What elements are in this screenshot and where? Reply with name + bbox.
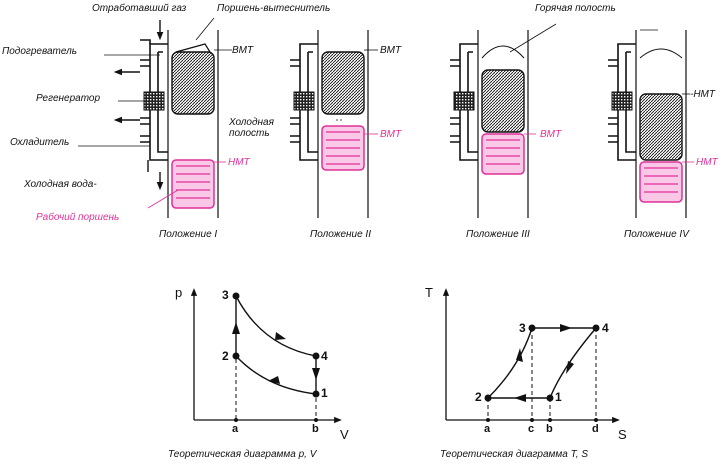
ts-point-4 [592, 324, 600, 332]
pv-point-1 [312, 390, 320, 398]
pv-label-1: 1 [321, 386, 328, 400]
pv-tick-a: a [232, 423, 239, 435]
pv-caption: Теоретическая диаграмма p, V [168, 449, 317, 460]
ts-label-4: 4 [602, 321, 609, 335]
displacer-piston [639, 93, 683, 161]
displacer-piston [321, 51, 365, 115]
ts-axis-t: T [425, 285, 433, 300]
pv-point-3 [232, 292, 240, 300]
pv-tick-b: b [312, 423, 319, 435]
ts-label-2: 2 [475, 390, 482, 404]
displacer-piston [481, 69, 525, 133]
ts-label-3: 3 [519, 321, 526, 335]
pv-point-4 [312, 352, 320, 360]
pv-label-2: 2 [222, 349, 229, 363]
engine-position-1 [78, 17, 232, 218]
pv-diagram [190, 288, 342, 424]
label-cold-cavity: Холодная полость [229, 117, 274, 139]
displacer-piston [171, 51, 215, 115]
label-tdc-2: ВМТ [380, 45, 402, 56]
ts-tick-c: c [528, 423, 535, 435]
engine-position-2 [290, 30, 378, 218]
pv-label-4: 4 [321, 349, 328, 363]
label-tdc-3: ВМТ [540, 129, 562, 140]
ts-point-2 [484, 394, 492, 402]
label-exhaust-gas: Отработавший газ [92, 3, 187, 14]
label-hot-cavity: Горячая полость [535, 3, 616, 14]
regenerator-block [293, 91, 315, 111]
pv-label-3: 3 [222, 288, 229, 302]
label-tdc-1: ВМТ [232, 45, 254, 56]
ts-tick-b: b [546, 423, 553, 435]
label-working-piston: Рабочий поршень [36, 212, 120, 223]
caption-position-2: Положение II [310, 229, 371, 240]
ts-point-3 [528, 324, 536, 332]
label-cooler: Охладитель [10, 137, 70, 148]
pv-point-2 [232, 352, 240, 360]
regenerator-block [143, 91, 165, 111]
label-regenerator: Регенератор [36, 93, 101, 104]
ts-caption: Теоретическая диаграмма T, S [440, 449, 589, 460]
label-displacer: Поршень-вытеснитель [217, 3, 331, 14]
ts-tick-d: d [592, 423, 599, 435]
regenerator-block [611, 91, 633, 111]
engine-position-4 [608, 29, 694, 218]
label-heater: Подогреватель [2, 46, 77, 57]
label-tdc-2-piston: ВМТ [380, 129, 402, 140]
ts-diagram [442, 288, 620, 424]
label-bdc-1: НМТ [228, 157, 250, 168]
label-bdc-4: -НМТ [690, 89, 715, 100]
ts-point-1 [546, 394, 554, 402]
regenerator-block [453, 91, 475, 111]
label-bdc-4-piston: НМТ [696, 157, 718, 168]
caption-position-1: Положение I [159, 229, 218, 240]
ts-label-1: 1 [555, 390, 562, 404]
engine-position-3 [450, 23, 557, 218]
ts-tick-a: a [484, 423, 491, 435]
label-cold-water: Холодная вода- [24, 179, 97, 190]
caption-position-4: Положение IV [624, 229, 689, 240]
pv-axis-v: V [340, 427, 349, 442]
pv-axis-p: p [175, 285, 183, 300]
working-piston [171, 159, 215, 209]
ts-axis-s: S [618, 427, 627, 442]
caption-position-3: Положение III [466, 229, 530, 240]
